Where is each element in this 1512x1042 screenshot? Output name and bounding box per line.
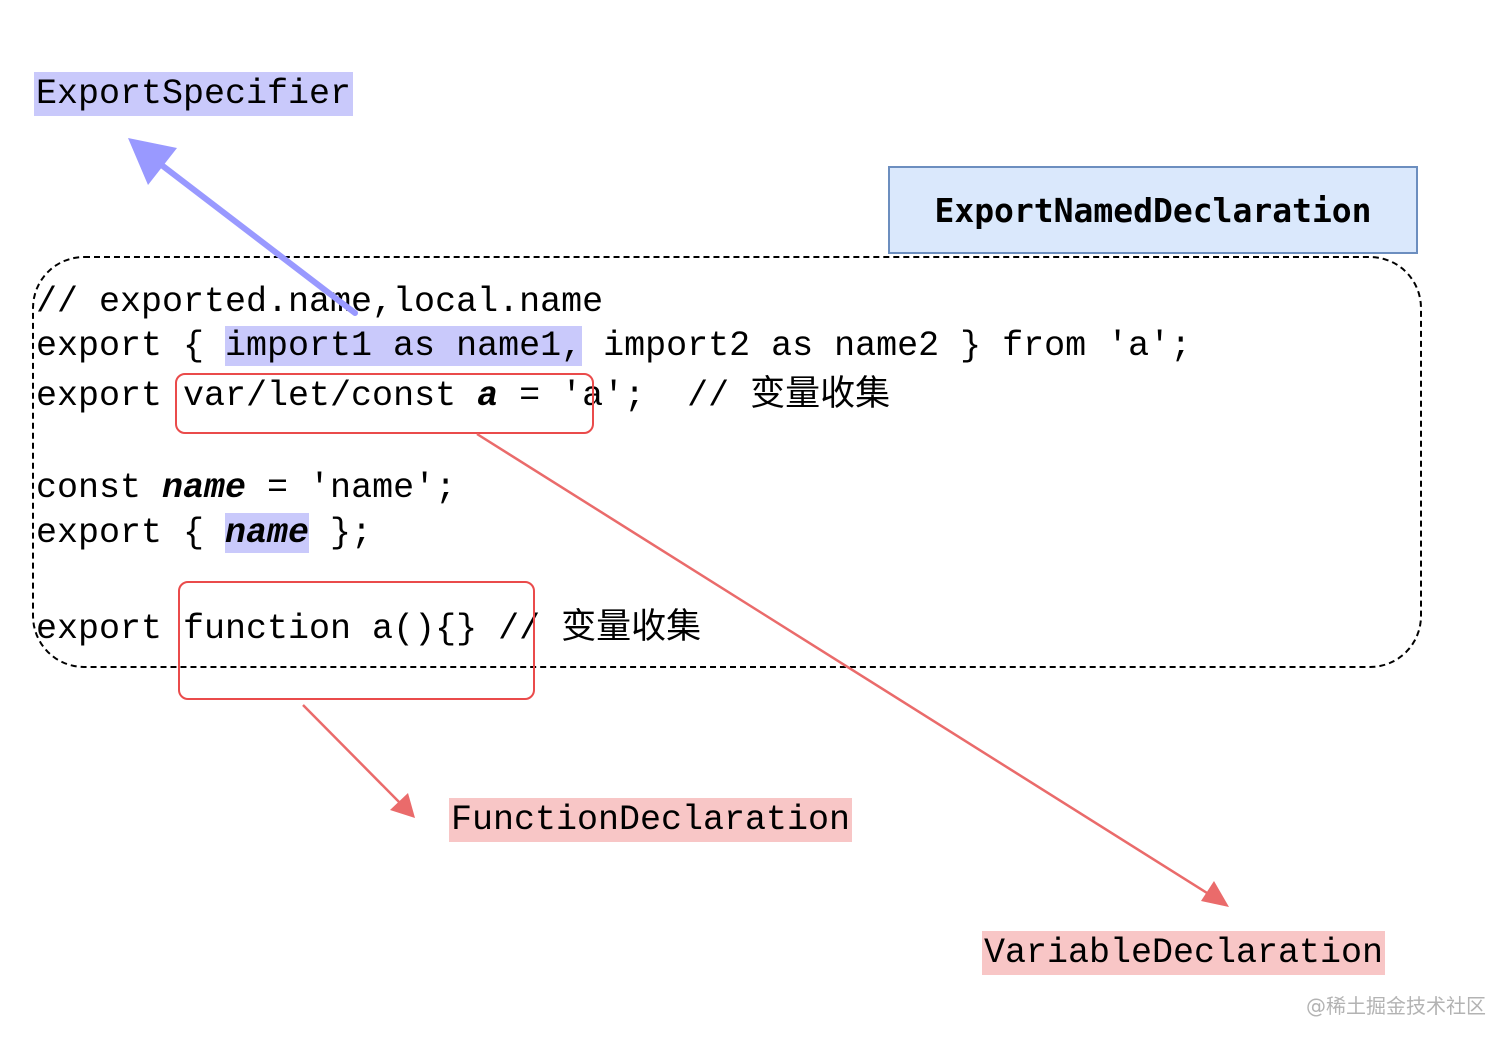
code-line-5-suffix: }; bbox=[309, 513, 373, 553]
variable-declaration-label: VariableDeclaration bbox=[982, 931, 1386, 975]
export-named-declaration-label: ExportNamedDeclaration bbox=[934, 190, 1372, 230]
function-declaration-outline bbox=[178, 581, 535, 700]
code-line-2-suffix: import2 as name2 } from 'a'; bbox=[582, 326, 1192, 366]
code-line-4-kw: const bbox=[36, 468, 163, 508]
code-line-2: export { import1 as name1, import2 as na… bbox=[36, 324, 1191, 368]
export-specifier-label: ExportSpecifier bbox=[34, 72, 354, 116]
arrow-to-function-declaration bbox=[302, 704, 415, 818]
code-line-4: const name = 'name'; bbox=[36, 466, 456, 510]
code-line-3: export var/let/const a = 'a'; // 变量收集 bbox=[36, 372, 890, 418]
code-line-5-ident: name bbox=[225, 513, 310, 553]
variable-declaration-outline bbox=[175, 373, 594, 434]
code-line-6-comment: 变量收集 bbox=[561, 607, 702, 647]
code-line-3-decl: var/let/const bbox=[183, 376, 478, 416]
export-named-declaration-node: ExportNamedDeclaration bbox=[888, 166, 1418, 254]
code-line-5-prefix: export { bbox=[36, 513, 226, 553]
code-line-3-export: export bbox=[36, 376, 184, 416]
code-line-2-prefix: export { bbox=[36, 326, 226, 366]
code-line-3-rest: 'a'; // bbox=[540, 376, 751, 416]
arrow-to-export-specifier bbox=[128, 138, 358, 316]
code-line-4-rest: = 'name'; bbox=[246, 468, 457, 508]
code-line-5: export { name }; bbox=[36, 511, 372, 555]
code-line-3-ident: a bbox=[477, 376, 499, 416]
code-line-6-export: export bbox=[36, 609, 184, 649]
code-line-6: export function a(){} // 变量收集 bbox=[36, 605, 701, 651]
function-declaration-label: FunctionDeclaration bbox=[449, 798, 853, 842]
code-region bbox=[32, 256, 1422, 668]
code-line-3-eq: = bbox=[498, 376, 541, 416]
watermark: @稀土掘金技术社区 bbox=[1306, 994, 1486, 1018]
code-line-1: // exported.name,local.name bbox=[36, 282, 604, 322]
code-line-2-highlight: import1 as name1, bbox=[225, 326, 583, 366]
code-line-6-fn: function a(){} bbox=[183, 609, 478, 649]
code-line-3-comment: 变量收集 bbox=[750, 374, 891, 414]
arrow-to-variable-declaration bbox=[476, 432, 1229, 907]
code-line-4-ident: name bbox=[162, 468, 247, 508]
